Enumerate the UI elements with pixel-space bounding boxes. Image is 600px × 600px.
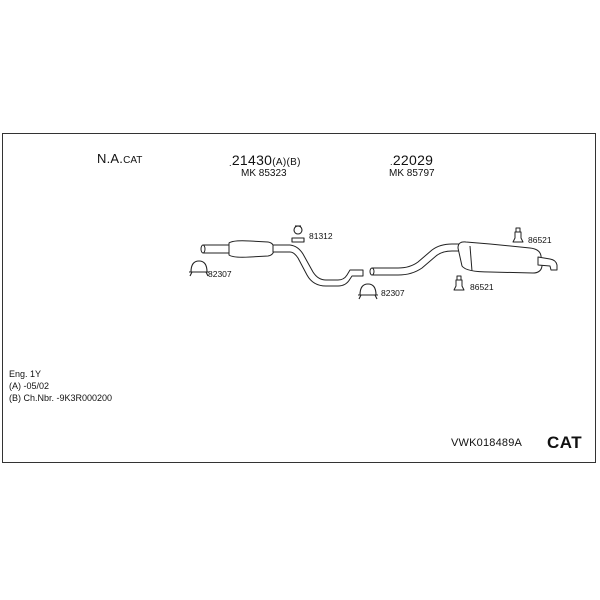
note-line-b: (B) Ch.Nbr. -9K3R000200 — [9, 393, 113, 403]
callout-hanger-right-bottom: 86521 — [470, 282, 494, 292]
kit-code: VWK018489A — [451, 437, 523, 449]
part-2-mk: MK 85797 — [389, 168, 435, 179]
callout-clamp-left: 82307 — [208, 269, 232, 279]
hanger-icon-right-bottom — [453, 275, 465, 291]
callout-hanger-top: 81312 — [309, 231, 333, 241]
part-number-1: .21430(A)(B) — [229, 152, 301, 168]
na-label-suffix: CAT — [123, 155, 143, 166]
front-pipe-inlet — [202, 244, 232, 254]
diagram-frame — [2, 133, 596, 463]
callout-clamp-mid: 82307 — [381, 288, 405, 298]
part-number-1-value: 21430 — [231, 152, 273, 168]
hanger-icon-right-top — [512, 227, 524, 243]
note-line-a: (A) -05/02 — [9, 381, 50, 391]
middle-silencer — [228, 240, 275, 258]
front-pipe-tube — [272, 244, 364, 287]
part-number-1-suffix: (A)(B) — [272, 157, 301, 168]
rear-silencer-band — [469, 245, 473, 272]
part-number-2-value: 22029 — [392, 152, 434, 168]
hanger-icon-top — [291, 225, 305, 243]
rear-pipe-inlet — [371, 243, 461, 276]
notes-block: Eng. 1Y (A) -05/02 (B) Ch.Nbr. -9K3R0002… — [9, 368, 112, 404]
front-pipe-assembly — [200, 240, 364, 287]
na-label-main: N.A. — [97, 151, 124, 166]
part-1-mk: MK 85323 — [241, 168, 287, 179]
note-line-engine: Eng. 1Y — [9, 369, 42, 379]
cat-badge: CAT — [547, 433, 583, 452]
callout-hanger-right-top: 86521 — [528, 235, 552, 245]
rear-pipe-assembly — [369, 241, 558, 276]
part-number-2: .22029 — [390, 152, 434, 168]
clamp-icon-mid — [358, 283, 378, 300]
na-cat-label: N.A.CAT — [97, 152, 142, 166]
tail-pipe — [537, 256, 558, 271]
clamp-icon-left — [189, 260, 209, 277]
